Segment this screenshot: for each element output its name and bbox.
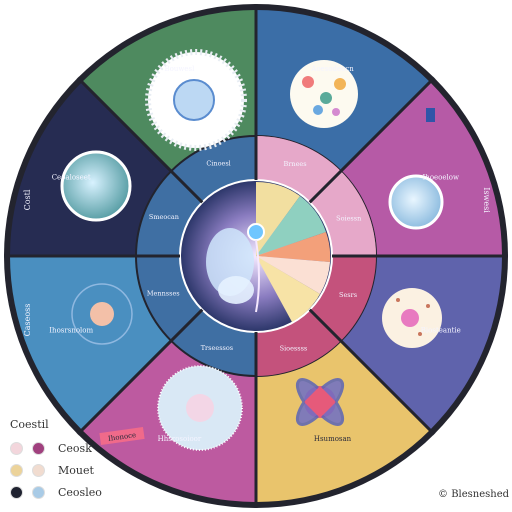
segment-label-3: Biosteantie <box>421 327 461 335</box>
segment-label-6: Ihosrsnolom <box>49 327 93 335</box>
spokes <box>4 4 508 508</box>
segment-2 <box>340 82 502 257</box>
tag-box <box>99 426 145 446</box>
segment-label-4: Hsumosan <box>314 435 352 443</box>
center-sperm-cell <box>206 223 265 313</box>
cell-illustration-right <box>388 174 444 230</box>
segment-label-1: Aoesodeocn <box>310 65 354 73</box>
segment-label-7: Ceoaloseet <box>52 173 91 181</box>
cell-illustration-bottom-right <box>296 378 344 426</box>
outer-label-left-lower: Caseoss <box>23 304 32 337</box>
legend-swatch-1a <box>10 441 23 455</box>
middle-label-2: Brnees <box>284 160 307 168</box>
segment-label-5: Hhsrosoioor <box>158 435 202 443</box>
middle-label-6: Trseessos <box>201 344 233 352</box>
cell-illustration-top <box>145 49 247 151</box>
credit-name: Blesneshed <box>451 489 510 500</box>
legend-row: Ceosleo <box>10 481 120 503</box>
segment-6 <box>9 256 172 430</box>
middle-label-8: Smeocan <box>149 213 179 221</box>
cell-illustration-left-bottom <box>71 283 133 345</box>
spoke-6 <box>76 308 204 436</box>
legend-swatch-3a <box>10 485 23 499</box>
legend-title: Coestil <box>10 418 49 431</box>
credit-text: © Blesneshed <box>438 489 510 500</box>
outer-label-left: Costl <box>23 189 32 210</box>
spoke-4 <box>308 308 436 436</box>
legend-swatch-2a <box>10 463 23 477</box>
middle-label-7: Mennsses <box>147 289 180 297</box>
middle-label-5: Sioessss <box>280 345 308 353</box>
middle-label-3: Soiessn <box>336 215 361 223</box>
center-fan <box>256 181 331 322</box>
segment-label-8: Bouwesl <box>165 65 196 73</box>
outer-label-right: Iswesi <box>482 187 491 213</box>
cell-illustration-top-right <box>290 60 358 128</box>
legend-swatch-1b <box>32 441 45 455</box>
legend-label: Ceosleo <box>58 485 102 499</box>
legend-label: Ceosk <box>58 441 92 455</box>
segment-label-2: Ihoeoelow <box>423 173 459 181</box>
legend-label: Mouet <box>58 463 94 477</box>
blue-marker <box>426 108 435 122</box>
legend-row: Mouet <box>10 459 120 481</box>
middle-label-1: Cinoesl <box>206 159 230 167</box>
cell-illustration-right-bottom <box>382 288 442 348</box>
legend-row: Ceosk <box>10 437 120 459</box>
spoke-2 <box>308 76 436 204</box>
tag-label: Ihonoce <box>108 431 137 443</box>
legend-swatch-2b <box>32 463 45 477</box>
middle-label-4: Sesrs <box>339 291 357 299</box>
spoke-8 <box>76 76 204 204</box>
legend-swatch-3b <box>32 485 45 499</box>
cell-illustration-left <box>60 150 132 222</box>
cell-illustration-bottom <box>157 365 243 451</box>
legend: Coestil Ceosk Mouet Ceosleo <box>10 418 120 503</box>
